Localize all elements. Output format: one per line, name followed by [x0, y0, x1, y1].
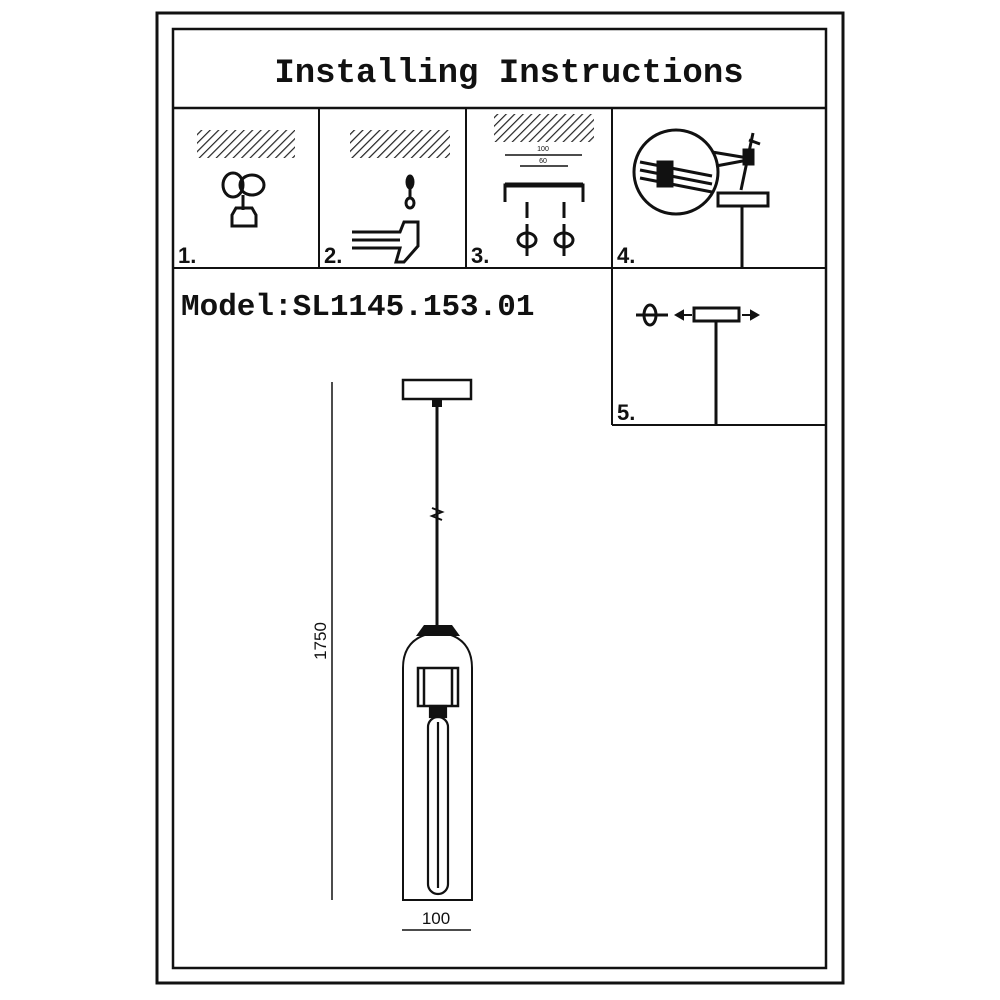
model-number: Model:SL1145.153.01	[181, 290, 534, 325]
lamp-canopy	[401, 378, 473, 401]
step-2-panel: 2.	[324, 130, 450, 268]
outer-frame	[155, 11, 845, 985]
ceiling-hatch	[197, 130, 295, 158]
shade-cap	[416, 625, 460, 636]
step-5-label: 5.	[617, 400, 635, 425]
mount-dim-bottom: 60	[539, 158, 547, 165]
step-4-label: 4.	[617, 243, 635, 268]
width-dimension: 100	[422, 909, 450, 928]
page-title: Installing Instructions	[274, 55, 743, 93]
step-4-panel: 4.	[617, 128, 770, 268]
step-1-panel: 1.	[178, 130, 295, 268]
arrow-left-icon	[673, 309, 692, 321]
tube-bulb-icon	[426, 704, 450, 896]
canopy-icon	[692, 306, 741, 323]
mounting-bracket-icon	[503, 182, 585, 202]
step-2-label: 2.	[324, 243, 342, 268]
step-3-label: 3.	[471, 243, 489, 268]
screw-icon	[404, 174, 416, 210]
step-1-label: 1.	[178, 243, 196, 268]
nut-icon	[636, 303, 668, 327]
hook-icon	[221, 171, 266, 228]
arrow-right-icon	[742, 309, 761, 321]
bracket-screw-icon	[516, 202, 575, 256]
wire-icon	[739, 132, 761, 191]
ceiling-hatch	[494, 114, 594, 142]
mount-dim-top: 100	[537, 146, 549, 153]
inner-frame	[171, 27, 828, 970]
step-3-panel: 100 60 3.	[471, 114, 594, 268]
drill-icon	[352, 220, 420, 264]
lamp-socket	[416, 666, 460, 708]
height-dimension: 1750	[311, 622, 330, 660]
canopy-stem	[432, 399, 442, 407]
canopy-icon	[716, 191, 770, 208]
cord-clip	[429, 507, 445, 521]
pendant-lamp-drawing	[401, 378, 473, 901]
glass-shade	[402, 630, 473, 901]
ceiling-hatch	[350, 130, 450, 158]
step-5-panel: 5.	[617, 303, 761, 425]
